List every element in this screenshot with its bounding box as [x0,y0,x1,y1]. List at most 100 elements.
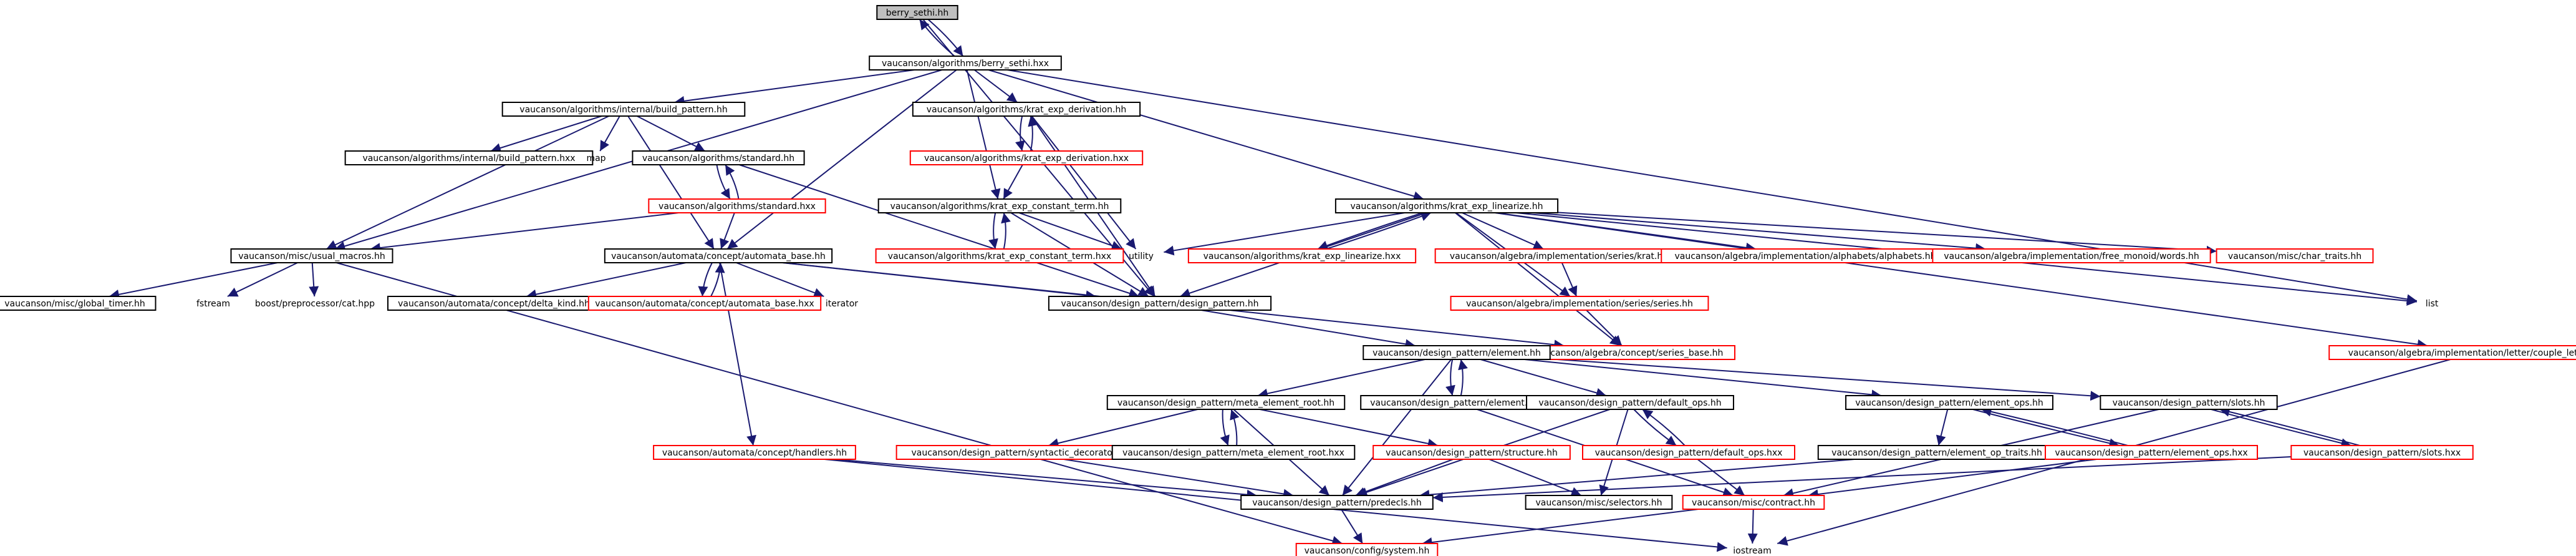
graph-node-kect-hh[interactable]: vaucanson/algorithms/krat_exp_constant_t… [877,198,1122,213]
graph-node-std-hh[interactable]: vaucanson/algorithms/standard.hh [632,150,805,165]
graph-node-ked-hxx[interactable]: vaucanson/algorithms/krat_exp_derivation… [909,150,1144,165]
edge-ked-hxx-to-kect-hh [1003,164,1023,200]
node-box [1111,445,1356,460]
graph-node-handlers-hh[interactable]: vaucanson/automata/concept/handlers.hh [653,445,856,460]
node-box [877,198,1122,213]
graph-node-alph-hh[interactable]: vaucanson/algebra/implementation/alphabe… [1661,248,1950,263]
node-box [1450,296,1709,311]
graph-node-eo-hxx[interactable]: vaucanson/design_pattern/element_ops.hxx [2045,445,2258,460]
graph-node-do-hh[interactable]: vaucanson/design_pattern/default_ops.hh [1526,395,1734,410]
graph-node-kel-hxx[interactable]: vaucanson/algorithms/krat_exp_linearize.… [1187,248,1417,263]
graph-node-kect-hxx[interactable]: vaucanson/algorithms/krat_exp_constant_t… [875,248,1124,263]
graph-node-gt-hh[interactable]: vaucanson/misc/global_timer.hh [0,296,157,311]
graph-node-bp-hxx[interactable]: vaucanson/algorithms/internal/build_patt… [344,150,594,165]
edge-bs-hxx-to-bp-hh [674,69,915,106]
node-label: vaucanson/automata/concept/delta_kind.hh [398,299,590,309]
graph-node-slots-hh[interactable]: vaucanson/design_pattern/slots.hh [2100,395,2278,410]
node-label: vaucanson/algorithms/krat_exp_derivation… [924,154,1129,163]
node-label: map [586,154,605,163]
graph-node-ked-hh[interactable]: vaucanson/algorithms/krat_exp_derivation… [912,102,1141,117]
graph-node-contract-hh[interactable]: vaucanson/misc/contract.hh [1682,495,1825,510]
edge-kel-hh-to-fmw-hh [1532,212,1986,253]
graph-node-selectors-hh[interactable]: vaucanson/misc/selectors.hh [1525,495,1673,510]
graph-node-ab-hxx[interactable]: vaucanson/automata/concept/automata_base… [587,296,822,311]
graph-node-do-hxx[interactable]: vaucanson/design_pattern/default_ops.hxx [1582,445,1795,460]
edge-contract-hh-to-iostream [1747,509,1758,544]
graph-node-slots-hxx[interactable]: vaucanson/design_pattern/slots.hxx [2290,445,2474,460]
graph-node-root[interactable]: berry_sethi.hh [876,5,958,20]
edge-mer-hh-to-sd-hh [1048,409,1198,449]
edge-do-hh-to-do-hxx [1633,409,1677,446]
graph-node-kel-hh[interactable]: vaucanson/algorithms/krat_exp_linearize.… [1334,198,1559,213]
edge-eo-hh-to-eo-hxx [1972,409,2120,449]
graph-node-struct-hh[interactable]: vaucanson/design_pattern/structure.hh [1372,445,1571,460]
graph-node-dp-hh[interactable]: vaucanson/design_pattern/design_pattern.… [1048,296,1272,311]
node-label: vaucanson/design_pattern/meta_element_ro… [1122,448,1344,458]
edge-ked-hh-to-ked-hxx [1015,115,1025,152]
graph-node-cl-hh[interactable]: vaucanson/algebra/implementation/letter/… [2328,345,2576,360]
node-box [632,150,805,165]
edge-predecls-hh-to-system-hh [1341,509,1363,544]
graph-node-eot-hh[interactable]: vaucanson/design_pattern/element_op_trai… [1817,445,2057,460]
graph-node-utility: utility [1129,251,1154,261]
graph-node-map: map [586,154,605,163]
graph-node-system-hh[interactable]: vaucanson/config/system.hh [1295,543,1439,556]
edge-std-hh-to-std-hxx [716,164,731,200]
graph-node-ppcat: boost/preprocessor/cat.hpp [255,299,375,309]
graph-node-iostream: iostream [1733,546,1772,556]
node-label: berry_sethi.hh [886,8,948,18]
node-label: vaucanson/algorithms/krat_exp_constant_t… [888,251,1111,261]
node-label: vaucanson/algebra/implementation/series/… [1466,299,1693,309]
edge-handlers-hh-to-predecls-hh [834,459,1257,500]
graph-node-sb-hh[interactable]: vaucanson/algebra/concept/series_base.hh [1522,345,1735,360]
edge-mer-hh-to-struct-hh [1259,409,1439,449]
node-box [2216,248,2374,263]
graph-node-bs-hxx[interactable]: vaucanson/algorithms/berry_sethi.hxx [869,56,1062,71]
graph-node-predecls-hh[interactable]: vaucanson/design_pattern/predecls.hh [1240,495,1434,510]
node-label: boost/preprocessor/cat.hpp [255,299,375,309]
node-box [2100,395,2278,410]
node-label: vaucanson/algebra/implementation/free_mo… [1944,251,2199,261]
edge-slots-hxx-to-slots-hh [2219,407,2360,446]
node-label: iostream [1733,546,1772,556]
node-label: vaucanson/automata/concept/automata_base… [611,251,826,261]
edge-root-to-bs-hxx [927,19,964,57]
graph-node-bp-hh[interactable]: vaucanson/algorithms/internal/build_patt… [501,102,746,117]
node-label: utility [1129,251,1154,261]
graph-node-std-hxx[interactable]: vaucanson/algorithms/standard.hxx [648,198,826,213]
edge-krat-hh-to-ss-hh [1561,262,1578,297]
graph-node-ss-hh[interactable]: vaucanson/algebra/implementation/series/… [1450,296,1709,311]
graph-node-el-hh[interactable]: vaucanson/design_pattern/element.hh [1363,345,1551,360]
edge-um-hh-to-gt-hh [109,262,278,300]
node-box [1932,248,2211,263]
graph-node-mer-hxx[interactable]: vaucanson/design_pattern/meta_element_ro… [1111,445,1356,460]
node-label: vaucanson/algebra/implementation/letter/… [2348,348,2576,358]
graph-node-dk-hh[interactable]: vaucanson/automata/concept/delta_kind.hh [387,296,601,311]
graph-node-mer-hh[interactable]: vaucanson/design_pattern/meta_element_ro… [1106,395,1346,410]
graph-node-el-hxx[interactable]: vaucanson/design_pattern/element.hxx [1360,395,1553,410]
node-label: vaucanson/misc/usual_macros.hh [238,251,385,261]
node-box [1240,495,1434,510]
node-box [1048,296,1272,311]
graph-node-sd-hh[interactable]: vaucanson/design_pattern/syntactic_decor… [895,445,1145,460]
node-label: vaucanson/design_pattern/structure.hh [1386,448,1558,458]
node-box [344,150,594,165]
node-box [1334,198,1559,213]
node-label: vaucanson/automata/concept/handlers.hh [662,448,847,458]
graph-node-fmw-hh[interactable]: vaucanson/algebra/implementation/free_mo… [1932,248,2211,263]
edge-struct-hh-to-selectors-hh [1488,459,1582,497]
node-label: vaucanson/algebra/implementation/alphabe… [1675,251,1936,261]
graph-node-ct-hh[interactable]: vaucanson/misc/char_traits.hh [2216,248,2374,263]
edge-contract-hh-to-system-hh [1422,509,1699,547]
edge-kel-hxx-to-kel-hh [1326,212,1432,250]
edge-ss-hh-to-sb-hh [1586,310,1623,346]
node-box [587,296,822,311]
edge-el-hh-to-mer-hh [1257,359,1425,399]
graph-node-um-hh[interactable]: vaucanson/misc/usual_macros.hh [230,248,393,263]
edge-bp-hh-to-um-hh [326,115,610,250]
graph-node-krat-hh[interactable]: vaucanson/algebra/implementation/series/… [1434,248,1684,263]
graph-node-ab-hh[interactable]: vaucanson/automata/concept/automata_base… [604,248,833,263]
node-box [1845,395,2053,410]
node-label: vaucanson/algorithms/standard.hxx [658,202,816,212]
graph-node-eo-hh[interactable]: vaucanson/design_pattern/element_ops.hh [1845,395,2053,410]
